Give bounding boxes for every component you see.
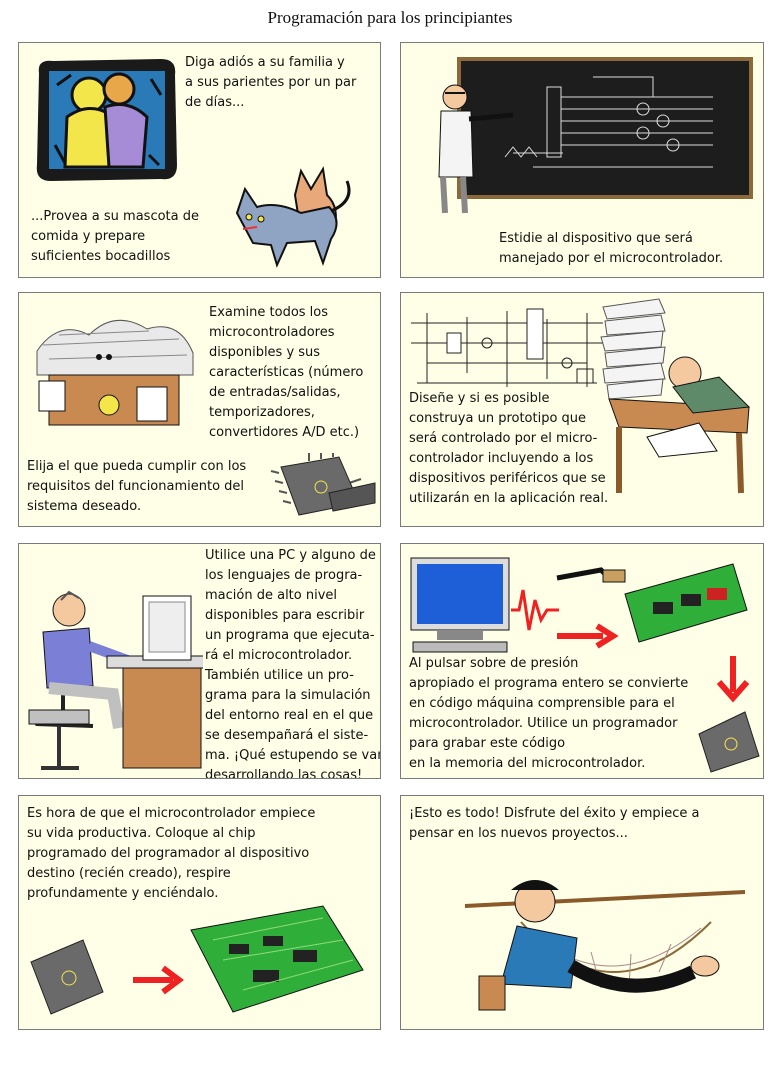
panel-3-text-bottom: Elija el que pueda cumplir con los requi… (27, 459, 247, 514)
panel-1-text-top: Diga adiós a su familia y a sus pariente… (185, 55, 357, 110)
hammock-relaxing-illustration (464, 880, 746, 1011)
panel-4: Diseñe y si es posible construya un prot… (400, 292, 764, 527)
programmer-at-pc-illustration (28, 590, 203, 770)
panel-2: Estidie al dispositivo que será manejado… (400, 42, 764, 278)
panel-8-text: ¡Esto es todo! Disfrute del éxito y empi… (409, 806, 700, 841)
panel-7-text: Es hora de que el microcontrolador empie… (27, 806, 316, 901)
engineer-with-papers-illustration (600, 298, 751, 494)
microchip-illustration (270, 453, 376, 516)
panel-3: Examine todos los microcontroladores dis… (18, 292, 381, 527)
panel-1: Diga adiós a su familia y a sus pariente… (18, 42, 381, 278)
blackboard-professor-illustration (438, 57, 753, 214)
cats-illustration (235, 166, 351, 268)
panel-3-text-top: Examine todos los microcontroladores dis… (209, 305, 364, 440)
panel-5: Utilice una PC y alguno de los lenguajes… (18, 543, 381, 779)
panel-8: ¡Esto es todo! Disfrute del éxito y empi… (400, 795, 764, 1030)
chip-to-board-illustration (30, 905, 364, 1015)
panel-6: Al pulsar sobre de presión apropiado el … (400, 543, 764, 779)
panel-7: Es hora de que el microcontrolador empie… (18, 795, 381, 1030)
panel-2-text: Estidie al dispositivo que será manejado… (499, 231, 724, 266)
circuit-schematic-illustration (411, 308, 603, 387)
pc-to-programmer-illustration (410, 557, 748, 653)
panel-6-text: Al pulsar sobre de presión apropiado el … (409, 656, 689, 771)
messy-desk-illustration (36, 319, 194, 426)
page-title: Programación para los principiantes (267, 8, 513, 27)
down-arrow-and-chip-illustration (698, 656, 760, 773)
family-hug-illustration (36, 59, 178, 181)
panel-5-text: Utilice una PC y alguno de los lenguajes… (205, 548, 381, 779)
panel-4-text: Diseñe y si es posible construya un prot… (409, 391, 609, 506)
panel-1-text-bottom: ...Provea a su mascota de comida y prepa… (31, 209, 200, 264)
